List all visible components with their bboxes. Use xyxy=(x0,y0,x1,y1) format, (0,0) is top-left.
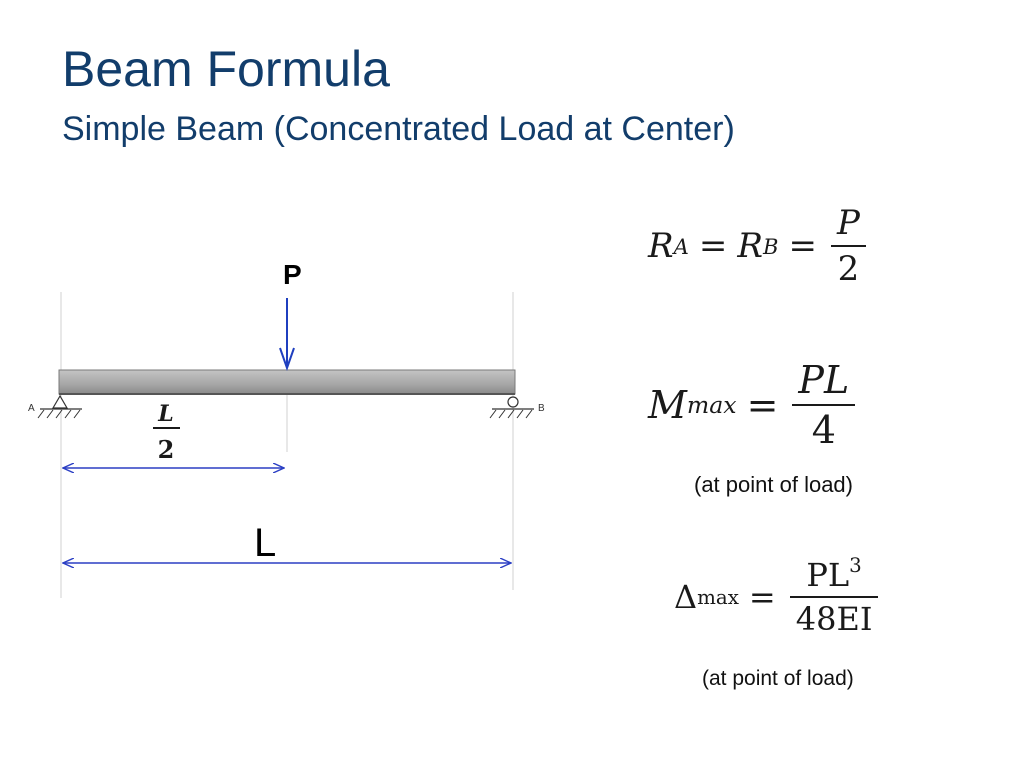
deflection-fraction: PL3 48EI xyxy=(789,556,879,638)
half-span-denominator: 2 xyxy=(158,435,175,464)
support-a-label: A xyxy=(28,403,35,414)
deflection-note: (at point of load) xyxy=(702,667,854,690)
half-span-label: L 2 xyxy=(153,401,180,464)
half-span-numerator: L xyxy=(157,401,173,427)
load-label: P xyxy=(283,259,302,290)
moment-fraction: PL 4 xyxy=(792,358,856,452)
span-label: L xyxy=(254,521,276,565)
pin-support-a xyxy=(37,394,82,419)
support-b-label: B xyxy=(538,403,545,414)
page-subtitle: Simple Beam (Concentrated Load at Center… xyxy=(62,110,735,148)
roller-support-b xyxy=(489,396,534,419)
page-title: Beam Formula xyxy=(62,41,390,97)
reaction-fraction: P 2 xyxy=(830,203,866,289)
moment-note: (at point of load) xyxy=(694,472,853,497)
beam xyxy=(58,369,516,395)
load-arrow xyxy=(279,298,295,372)
